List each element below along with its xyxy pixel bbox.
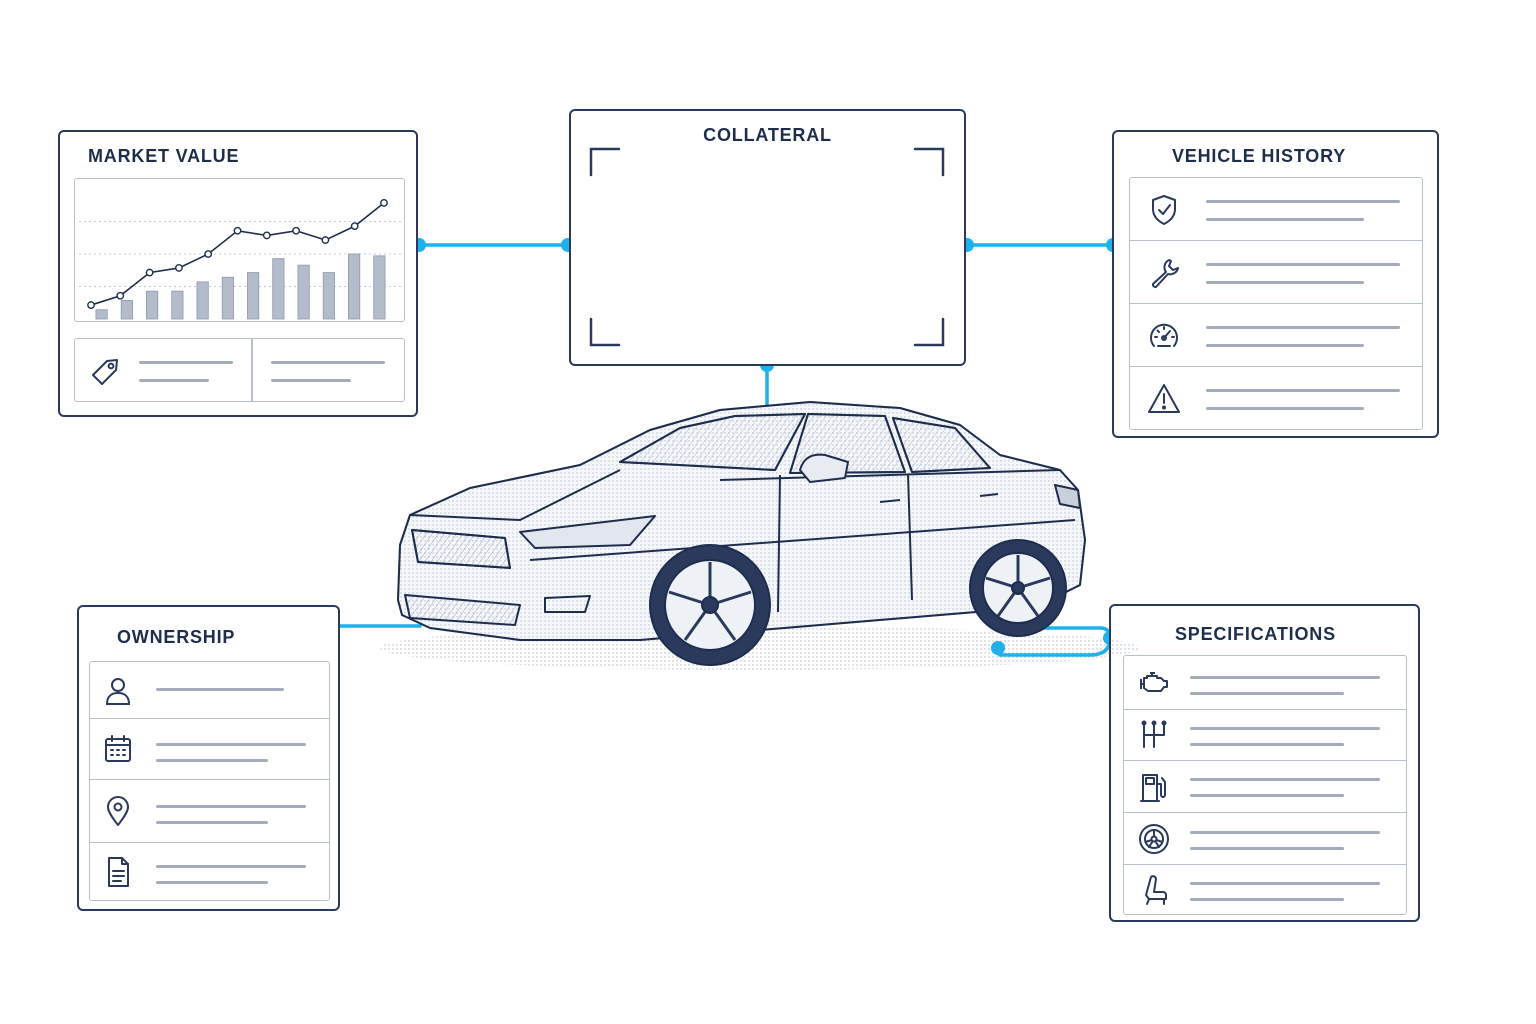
list-item: [1124, 761, 1406, 813]
chart-point: [380, 199, 388, 207]
placeholder-line: [156, 865, 306, 868]
list-item: [1124, 710, 1406, 761]
placeholder-line: [156, 805, 306, 808]
list-item: [90, 780, 329, 843]
chart-point: [321, 236, 330, 244]
chart-bar: [95, 309, 108, 320]
placeholder-line: [1206, 200, 1400, 203]
chart-bar: [171, 290, 184, 320]
placeholder-line: [156, 688, 284, 691]
vehicle-history-panel: VEHICLE HISTORY: [1112, 130, 1439, 438]
placeholder-line: [1206, 218, 1364, 221]
placeholder-line: [156, 821, 268, 824]
placeholder-line: [1190, 847, 1344, 850]
chart-point: [233, 226, 242, 235]
market-value-panel: MARKET VALUE: [58, 130, 418, 417]
vehicle-history-title: VEHICLE HISTORY: [1172, 146, 1347, 166]
placeholder-line: [1206, 407, 1364, 410]
node-specs-wheel: [991, 641, 1005, 655]
list-item: [1124, 865, 1406, 916]
calendar-icon: [98, 729, 138, 769]
placeholder-line: [1206, 263, 1400, 266]
list-item: [90, 843, 329, 902]
speedometer-icon: [1144, 316, 1184, 356]
user-icon: [98, 671, 138, 711]
chart-point: [175, 264, 183, 272]
placeholder-line: [1206, 344, 1364, 347]
placeholder-line: [156, 743, 306, 746]
placeholder-line: [1190, 692, 1344, 695]
placeholder-line: [139, 379, 209, 382]
placeholder-line: [139, 361, 233, 364]
collateral-title: COLLATERAL: [703, 125, 832, 145]
chart-bar: [120, 300, 133, 320]
gear-shift-icon: [1134, 715, 1174, 755]
placeholder-line: [1190, 898, 1344, 901]
placeholder-line: [1206, 281, 1364, 284]
chart-point: [116, 291, 125, 300]
chart-bar: [297, 264, 310, 320]
chart-point: [204, 250, 213, 258]
chart-point: [145, 268, 154, 277]
collateral-panel: COLLATERAL: [569, 109, 966, 366]
chart-point: [350, 222, 359, 231]
list-item: [1124, 656, 1406, 710]
placeholder-line: [1206, 326, 1400, 329]
placeholder-line: [1190, 831, 1380, 834]
ownership-list: [89, 661, 330, 901]
list-item: [1130, 367, 1422, 431]
document-icon: [98, 852, 138, 892]
placeholder-line: [1190, 794, 1344, 797]
chart-bar: [348, 253, 361, 320]
specifications-panel: SPECIFICATIONS: [1109, 604, 1420, 922]
list-item: [1130, 304, 1422, 367]
chart-bar: [272, 258, 285, 320]
placeholder-line: [1190, 676, 1380, 679]
market-value-chart: [79, 199, 402, 320]
list-item: [1124, 813, 1406, 865]
list-item: [1130, 241, 1422, 304]
chart-bar: [247, 272, 260, 320]
ownership-title: OWNERSHIP: [117, 627, 236, 647]
fuel-pump-icon: [1134, 767, 1174, 807]
list-item: [90, 719, 329, 780]
ownership-panel: OWNERSHIP: [77, 605, 340, 911]
chart-bar: [221, 276, 234, 320]
connector-car-to-specs: [996, 626, 1112, 657]
chart-point: [262, 231, 271, 240]
viewfinder-corners: [589, 147, 945, 347]
list-item: [90, 662, 329, 719]
chart-bar: [373, 255, 386, 320]
engine-icon: [1134, 663, 1174, 703]
chart-point: [87, 301, 95, 309]
specifications-list: [1123, 655, 1407, 915]
placeholder-line: [271, 379, 351, 382]
placeholder-line: [156, 881, 268, 884]
seat-icon: [1134, 870, 1174, 910]
market-value-summary: [74, 338, 405, 402]
market-value-title: MARKET VALUE: [88, 146, 240, 166]
warning-triangle-icon: [1144, 379, 1184, 419]
chart-bar: [196, 281, 209, 320]
placeholder-line: [1206, 389, 1400, 392]
wheel-icon: [1134, 819, 1174, 859]
placeholder-line: [1190, 882, 1380, 885]
placeholder-line: [1190, 727, 1380, 730]
location-pin-icon: [98, 791, 138, 831]
market-value-chart-frame: [74, 178, 405, 322]
summary-divider: [251, 339, 253, 401]
specifications-title: SPECIFICATIONS: [1175, 624, 1336, 644]
price-tag-icon: [85, 351, 125, 391]
list-item: [1130, 178, 1422, 241]
placeholder-line: [1190, 743, 1344, 746]
wrench-icon: [1144, 253, 1184, 293]
placeholder-line: [1190, 778, 1380, 781]
placeholder-line: [156, 759, 268, 762]
shield-check-icon: [1144, 190, 1184, 230]
chart-point: [292, 226, 301, 235]
placeholder-line: [271, 361, 385, 364]
chart-bar: [146, 290, 159, 320]
vehicle-history-list: [1129, 177, 1423, 430]
chart-bar: [322, 272, 335, 320]
